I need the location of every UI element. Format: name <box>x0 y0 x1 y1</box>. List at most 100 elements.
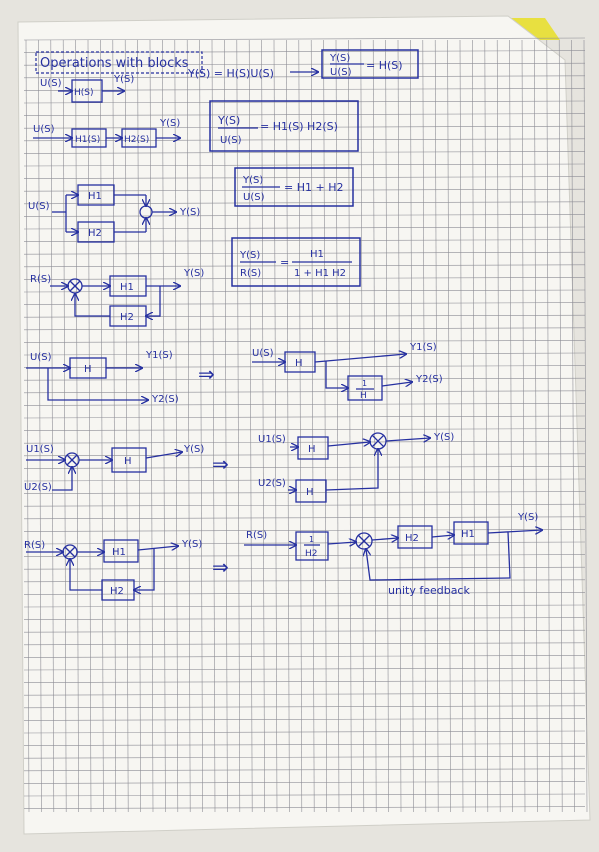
series-result-box <box>209 100 359 152</box>
grid-line <box>422 39 427 813</box>
parallel-formula-den: U(S) <box>243 192 265 203</box>
unity-right-to-sum <box>327 542 356 544</box>
single-result-rhs: = H(S) <box>366 59 403 72</box>
series-input-label: U(S) <box>33 124 55 135</box>
sum-cross-b <box>69 280 81 292</box>
feedback-input-label: R(S) <box>30 274 51 285</box>
takeoff-right-out1 <box>314 354 406 363</box>
single-block-label: H(S) <box>74 88 94 98</box>
grid-line <box>23 755 586 759</box>
implies-arrow-2: ⇒ <box>212 452 229 476</box>
summing-left-in1-label: U1(S) <box>26 444 54 455</box>
parallel-block-1-label: H1 <box>88 191 102 202</box>
pre-den: H2 <box>305 549 318 559</box>
takeoff-right-out1-label: Y1(S) <box>409 342 437 353</box>
grid-line <box>558 39 563 813</box>
grid-line <box>199 39 203 813</box>
grid-line <box>472 39 476 813</box>
unity-right-pre-block <box>295 531 329 561</box>
summing-left-out-label: Y(S) <box>183 444 204 455</box>
grid-line <box>23 781 586 784</box>
takeoff-right-out2 <box>381 382 412 386</box>
grid-line <box>124 39 129 813</box>
paper-sheet <box>17 15 591 835</box>
unity-right-out <box>487 530 542 533</box>
grid-line <box>23 617 586 620</box>
grid-line <box>496 39 501 813</box>
grid-line <box>23 302 586 305</box>
feedback-rhs-den: 1 + H1 H2 <box>294 268 346 279</box>
grid-line <box>410 39 414 813</box>
summing-right-block-2 <box>295 479 327 503</box>
series-formula-num: Y(S) <box>217 114 240 127</box>
takeoff-right-block-label: H <box>295 358 303 369</box>
summing-right-out <box>385 438 430 441</box>
grid-line <box>23 503 586 507</box>
feedback-block-label: H2 <box>120 312 134 323</box>
feedback-return-path <box>146 286 161 316</box>
grid-line <box>23 239 586 242</box>
takeoff-left-out1-label: Y1(S) <box>145 350 173 361</box>
grid-line <box>23 730 586 734</box>
single-input-label: U(S) <box>40 78 62 89</box>
feedback-forward-label: H1 <box>120 282 134 293</box>
grid-line <box>23 151 586 154</box>
grid-line <box>23 289 586 293</box>
grid-line <box>162 39 166 813</box>
grid-line <box>23 226 586 230</box>
series-block-2-label: H2(S) <box>124 135 149 145</box>
grid-line <box>23 314 586 318</box>
summing-left-in2 <box>52 467 72 491</box>
feedback-formula-num: Y(S) <box>239 250 260 261</box>
unity-left-out <box>137 546 178 550</box>
sum-cross-b <box>371 434 385 448</box>
grid-line <box>23 327 586 331</box>
sum-cross-b <box>64 546 76 558</box>
grid-line <box>372 39 377 813</box>
feedback-formula-eq: = <box>280 256 289 269</box>
parallel-result-box <box>234 167 354 207</box>
grid-line <box>459 39 464 813</box>
inverse-num: 1 <box>362 379 367 388</box>
grid-line <box>62 39 67 813</box>
grid-line <box>534 39 538 813</box>
grid-line <box>23 277 586 280</box>
grid-line <box>23 743 586 746</box>
grid-line <box>23 428 586 431</box>
unity-right-mid1 <box>371 538 398 540</box>
grid-line <box>23 768 586 772</box>
sum-cross-b <box>357 534 371 548</box>
grid-line <box>23 806 586 809</box>
summing-right-mid2 <box>325 449 378 491</box>
grid-line <box>23 251 586 255</box>
summing-right-block-2-label: H <box>306 487 314 498</box>
grid-line <box>23 667 586 671</box>
implies-arrow-1: ⇒ <box>198 362 215 386</box>
grid-line <box>23 692 586 696</box>
pre-num: 1 <box>309 535 314 544</box>
parallel-formula-num: Y(S) <box>242 175 263 186</box>
summing-left-block <box>111 447 147 473</box>
grid-line <box>50 39 55 813</box>
grid-lines <box>23 37 588 813</box>
summing-left-in2-label: U2(S) <box>24 482 52 493</box>
grid-line <box>23 415 586 419</box>
grid-line <box>23 453 586 457</box>
grid-line <box>397 39 402 813</box>
grid-line <box>23 365 586 368</box>
grid-line <box>23 188 586 192</box>
yellow-corner <box>510 18 560 40</box>
unity-left-forward-block <box>103 539 139 563</box>
summing-left-block-label: H <box>124 456 132 467</box>
grid-line <box>23 491 586 494</box>
grid-line <box>23 100 586 104</box>
takeoff-right-input: U(S) <box>252 348 274 359</box>
summing-left-out <box>145 452 182 459</box>
takeoff-right-out2-label: Y2(S) <box>415 374 443 385</box>
grid-line <box>583 39 588 813</box>
single-result-box <box>321 49 419 79</box>
grid-line <box>571 39 575 813</box>
grid-line <box>484 39 489 813</box>
feedback-rhs-num: H1 <box>310 249 324 260</box>
